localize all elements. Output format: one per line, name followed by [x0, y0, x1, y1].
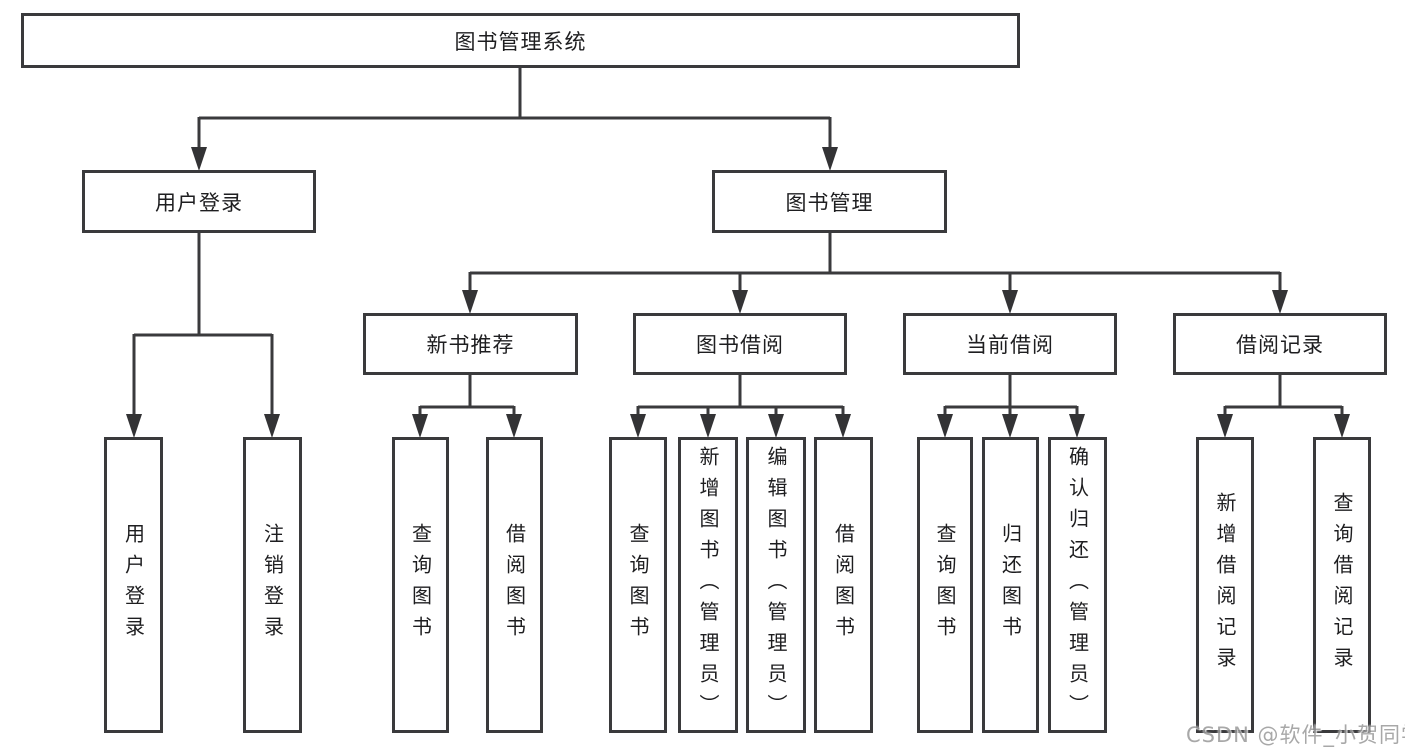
arrowhead-icon	[937, 414, 953, 438]
arrowheads	[126, 147, 1350, 438]
node-confirm-return-admin: 确认归还（管理员）	[1048, 437, 1107, 733]
node-label: 查询图书	[933, 523, 957, 647]
node-label: 图书借阅	[696, 333, 784, 357]
arrowhead-icon	[700, 414, 716, 438]
node-label: 确认归还（管理员）	[1065, 445, 1090, 725]
node-label: 新书推荐	[426, 333, 515, 357]
edge-book-borrowing	[636, 375, 845, 420]
node-query-books-recommend: 查询图书	[392, 437, 449, 733]
edge-borrowing-records	[1223, 375, 1344, 420]
arrowhead-icon	[1334, 414, 1350, 438]
edge-root	[197, 68, 832, 153]
node-label: 查询图书	[626, 523, 650, 647]
node-label: 图书管理	[785, 190, 874, 215]
csdn-watermark: CSDN @软件_小贺同学	[1186, 723, 1405, 747]
node-book-management: 图书管理	[712, 170, 947, 233]
node-label: 图书管理系统	[454, 29, 587, 54]
node-user-login-leaf: 用户登录	[104, 437, 163, 733]
node-label: 查询图书	[408, 523, 433, 647]
node-add-books-admin: 新增图书（管理员）	[678, 437, 738, 733]
arrowhead-icon	[768, 414, 784, 438]
arrowhead-icon	[732, 290, 748, 314]
edge-current-borrowing	[943, 375, 1079, 420]
node-new-book-recommend: 新书推荐	[363, 313, 578, 375]
arrowhead-icon	[822, 147, 838, 171]
arrowhead-icon	[1002, 290, 1018, 314]
node-book-borrowing: 图书借阅	[633, 313, 847, 375]
node-label: 编辑图书（管理员）	[764, 445, 788, 725]
arrowhead-icon	[1272, 290, 1288, 314]
node-label: 借阅图书	[502, 523, 527, 647]
node-label: 查询借阅记录	[1330, 492, 1354, 678]
node-label: 注销登录	[260, 523, 285, 647]
node-edit-books-admin: 编辑图书（管理员）	[746, 437, 806, 733]
arrowhead-icon	[264, 414, 280, 438]
node-label: 新增借阅记录	[1213, 492, 1237, 678]
node-label: 用户登录	[121, 523, 146, 647]
node-query-books-current: 查询图书	[917, 437, 973, 733]
node-current-borrowing: 当前借阅	[903, 313, 1117, 375]
node-library-system: 图书管理系统	[21, 13, 1020, 68]
node-label: 新增图书（管理员）	[696, 445, 720, 725]
node-return-books: 归还图书	[982, 437, 1039, 733]
node-user-login: 用户登录	[82, 170, 316, 233]
arrowhead-icon	[126, 414, 142, 438]
node-label: 归还图书	[998, 523, 1023, 647]
node-logout: 注销登录	[243, 437, 302, 733]
edge-new-book-recommend	[418, 375, 516, 420]
arrowhead-icon	[1217, 414, 1233, 438]
edge-book-management	[468, 233, 1282, 296]
node-query-borrow-record: 查询借阅记录	[1313, 437, 1371, 733]
node-query-books-borrowing: 查询图书	[609, 437, 667, 733]
arrowhead-icon	[1002, 414, 1018, 438]
arrowhead-icon	[1069, 414, 1085, 438]
arrowhead-icon	[412, 414, 428, 438]
arrowhead-icon	[835, 414, 851, 438]
arrowhead-icon	[506, 414, 522, 438]
node-borrowing-records: 借阅记录	[1173, 313, 1387, 375]
node-label: 借阅图书	[831, 523, 856, 647]
node-borrow-books-recommend: 借阅图书	[486, 437, 543, 733]
node-label: 借阅记录	[1236, 333, 1324, 357]
arrowhead-icon	[191, 147, 207, 171]
node-borrow-books-borrowing: 借阅图书	[814, 437, 873, 733]
node-label: 当前借阅	[966, 333, 1054, 357]
node-add-borrow-record: 新增借阅记录	[1196, 437, 1254, 733]
node-label: 用户登录	[155, 190, 243, 215]
arrowhead-icon	[630, 414, 646, 438]
arrowhead-icon	[462, 290, 478, 314]
edge-user-login	[132, 233, 274, 420]
